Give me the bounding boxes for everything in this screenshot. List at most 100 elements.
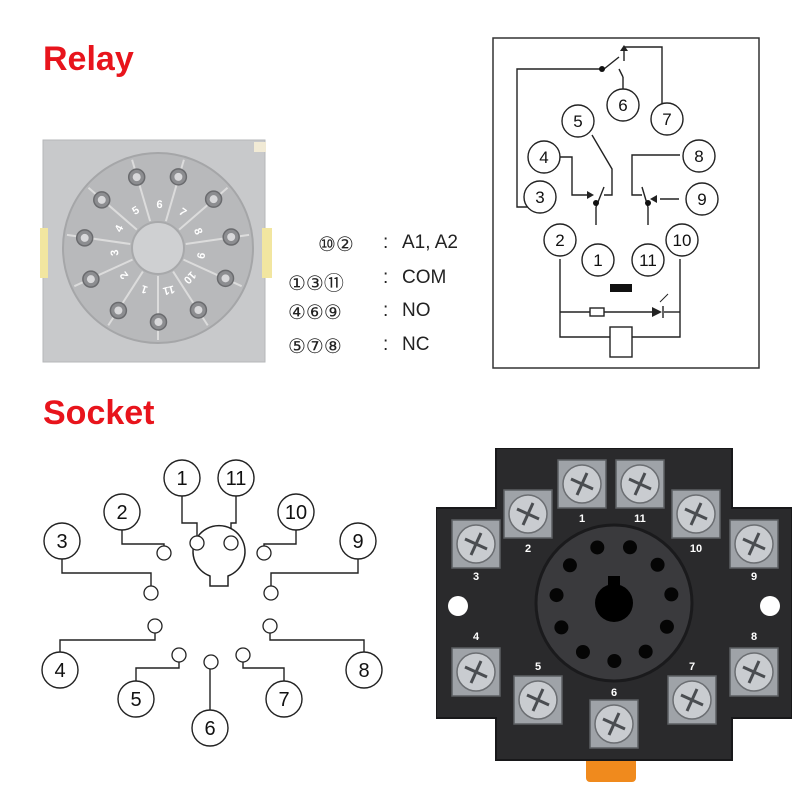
socket-screw-terminal: [513, 675, 563, 725]
relay-photo-pin: [216, 269, 235, 288]
socket-screw-terminal: [615, 459, 665, 509]
legend-row: ④⑥⑨ : NO: [288, 300, 498, 330]
socket-terminal-label: 2: [525, 543, 531, 555]
schematic-pin: 2: [543, 223, 577, 257]
socket-photo-hole: [664, 587, 679, 602]
legend-desc: A1, A2: [402, 232, 458, 253]
legend-row: ⑩② : A1, A2: [318, 232, 498, 262]
relay-photo-pin: [127, 168, 146, 186]
socket-diagram-pin: 3: [43, 522, 81, 560]
relay-photo-pin-label: 5: [130, 204, 141, 217]
schematic-pin: 3: [523, 180, 557, 214]
schematic-pin: 1: [581, 243, 615, 277]
legend-row: ⑤⑦⑧ : NC: [288, 334, 498, 364]
socket-terminal-label: 7: [689, 661, 695, 673]
socket-terminal-label: 6: [611, 687, 617, 699]
svg-text:11: 11: [639, 251, 657, 270]
socket-diagram-pin: 8: [345, 651, 383, 689]
socket-diagram-hole: [263, 585, 279, 601]
svg-text:7: 7: [278, 689, 289, 711]
socket-photo-hole: [638, 644, 653, 659]
svg-text:4: 4: [54, 660, 65, 682]
socket-diagram-hole: [223, 535, 239, 551]
socket-diagram-pin: 6: [191, 709, 229, 747]
svg-text:9: 9: [352, 531, 363, 553]
schematic-pin: 7: [650, 102, 684, 136]
legend-desc: NC: [402, 334, 430, 355]
relay-photo-pin-label: 7: [177, 206, 189, 219]
socket-photo-hole: [650, 557, 665, 572]
socket-screw-terminal: [729, 647, 779, 697]
socket-screw-terminal: [451, 519, 501, 569]
legend-sep: :: [383, 300, 389, 321]
relay-photo-pin: [75, 229, 94, 247]
relay-photo-pin-label: 9: [194, 252, 207, 260]
relay-photo-pin: [149, 313, 168, 331]
svg-text:8: 8: [358, 660, 369, 682]
relay-photo-pin-label: 8: [191, 226, 204, 236]
svg-text:1: 1: [176, 468, 187, 490]
socket-photo-hole: [622, 540, 637, 555]
relay-photo-pin: [82, 270, 100, 288]
socket-screw-terminal: [557, 459, 607, 509]
svg-text:3: 3: [535, 188, 544, 207]
schematic-pin: 9: [685, 182, 719, 216]
socket-screw-terminal: [589, 699, 639, 749]
svg-text:1: 1: [593, 251, 602, 270]
socket-terminal-label: 10: [690, 543, 702, 555]
schematic-pin: 4: [527, 140, 561, 174]
socket-screw-terminal: [451, 647, 501, 697]
svg-text:3: 3: [56, 531, 67, 553]
svg-text:5: 5: [130, 689, 141, 711]
legend-pins: ⑩②: [318, 232, 354, 256]
socket-screw-terminal: [671, 489, 721, 539]
socket-photo-hole: [607, 653, 622, 668]
svg-text:11: 11: [226, 468, 247, 490]
relay-photo-pin: [189, 301, 208, 319]
legend-desc: NO: [402, 300, 431, 321]
relay-photo-pin: [109, 301, 128, 320]
legend-pins: ④⑥⑨: [288, 300, 342, 324]
svg-text:2: 2: [116, 502, 127, 524]
relay-heading: Relay: [43, 40, 134, 78]
socket-diagram-pin: 11: [217, 459, 255, 497]
socket-terminal-label: 11: [634, 513, 646, 525]
socket-terminal-label: 1: [579, 513, 585, 525]
relay-photo-pin-label: 3: [109, 249, 122, 256]
svg-text:5: 5: [573, 112, 582, 131]
socket-diagram-hole: [171, 647, 187, 663]
socket-diagram-hole: [256, 545, 272, 561]
socket-diagram-hole: [235, 647, 251, 663]
socket-heading: Socket: [43, 394, 155, 432]
schematic-pin: 8: [682, 139, 716, 173]
relay-photo-pin-label: 6: [156, 199, 163, 211]
socket-diagram-pin: 5: [117, 680, 155, 718]
relay-photo-pin-label: 4: [113, 223, 127, 235]
socket-photo-hole: [575, 644, 590, 659]
socket-diagram-pin: 7: [265, 680, 303, 718]
socket-terminal-label: 9: [751, 571, 757, 583]
legend-sep: :: [383, 334, 389, 355]
relay-photo-pin: [93, 191, 111, 209]
svg-text:10: 10: [673, 231, 692, 250]
schematic-pin: 6: [606, 88, 640, 122]
relay-photo-pin: [204, 190, 223, 208]
socket-diagram-pin: 9: [339, 522, 377, 560]
socket-terminal-label: 8: [751, 631, 757, 643]
schematic-pin: 11: [631, 243, 665, 277]
svg-text:9: 9: [697, 190, 706, 209]
socket-photo-hole: [562, 558, 577, 573]
socket-diagram-hole: [143, 585, 159, 601]
socket-screw-terminal: [729, 519, 779, 569]
relay-photo-pin: [222, 228, 240, 246]
socket-diagram-pin: 4: [41, 651, 79, 689]
legend-desc: COM: [402, 267, 447, 288]
socket-photo-hole: [590, 540, 605, 555]
legend-row: ①③⑪ : COM: [288, 267, 498, 297]
socket-photo-hole: [659, 619, 674, 634]
socket-photo-hole: [554, 620, 569, 635]
socket-diagram-hole: [203, 654, 219, 670]
